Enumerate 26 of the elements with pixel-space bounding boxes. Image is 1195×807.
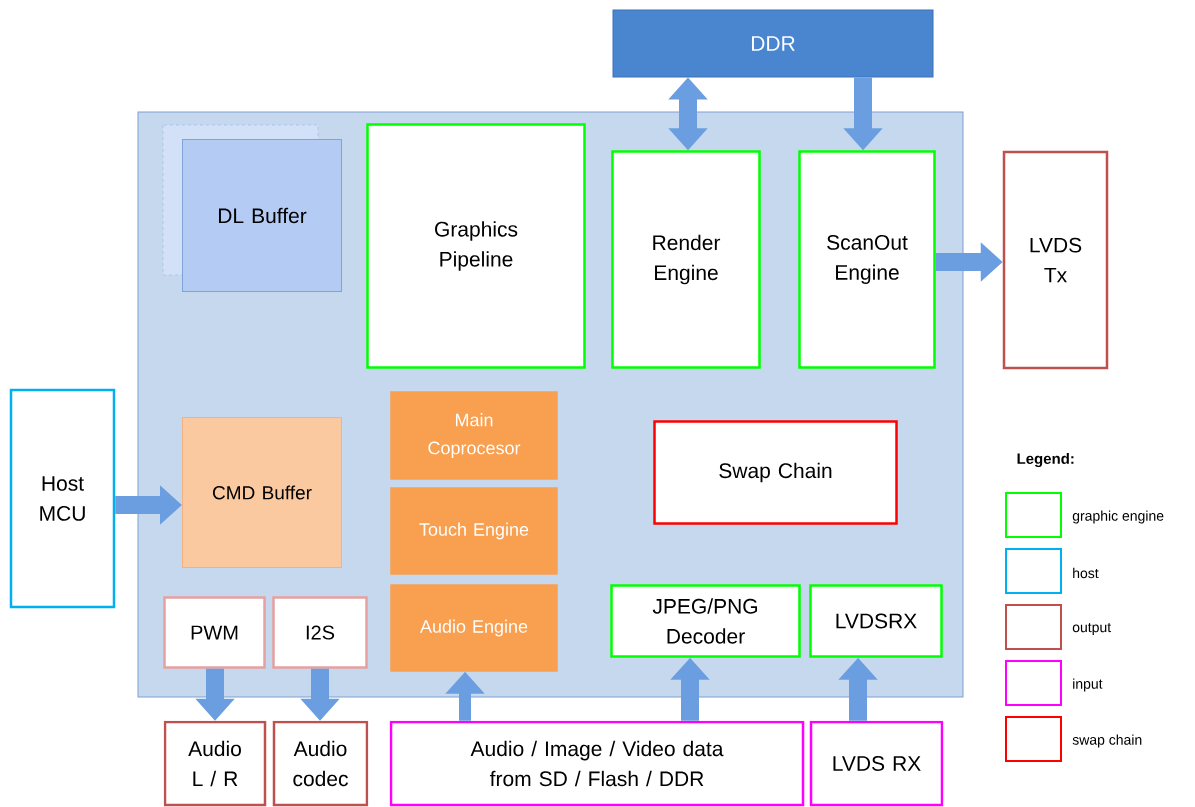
legend-text: output bbox=[1072, 623, 1112, 635]
interface-box: PWM bbox=[163, 596, 266, 669]
engine-box: Graphics Pipeline bbox=[366, 123, 586, 369]
legend-text: swap chain bbox=[1072, 734, 1142, 748]
buffer-box: CMD Buffer bbox=[182, 417, 342, 568]
decoder-box: JPEG/PNG Decoder bbox=[610, 584, 801, 658]
engine-box: Render Engine bbox=[611, 150, 761, 369]
legend-text: host bbox=[1073, 567, 1099, 579]
engine-box: Touch Engine bbox=[390, 487, 558, 575]
input-box: Audio / Image / Video data from SD / Flash / DDR bbox=[389, 720, 805, 807]
engine-box: Audio Engine bbox=[390, 584, 558, 672]
engine-box: ScanOut Engine bbox=[798, 150, 936, 369]
output-box: Audio codec bbox=[272, 720, 369, 807]
engine-box: Main Coprocesor bbox=[390, 391, 558, 480]
interface-box: I2S bbox=[272, 596, 368, 669]
output-box: Audio L / R bbox=[163, 720, 267, 807]
stacked-buffer-box: DL Buffer bbox=[162, 124, 342, 292]
input-box: LVDS RX bbox=[809, 720, 944, 807]
receiver-box: LVDSRX bbox=[809, 584, 943, 658]
legend-text: input bbox=[1073, 678, 1103, 692]
legend-title: Legend: bbox=[1017, 453, 1074, 468]
legend-text: graphic engine bbox=[1072, 510, 1164, 524]
output-box: LVDS Tx bbox=[1002, 150, 1109, 370]
swap-chain-box: Swap Chain bbox=[653, 420, 898, 525]
memory-bar: DDR bbox=[612, 9, 934, 78]
host-box: Host MCU bbox=[9, 388, 116, 609]
